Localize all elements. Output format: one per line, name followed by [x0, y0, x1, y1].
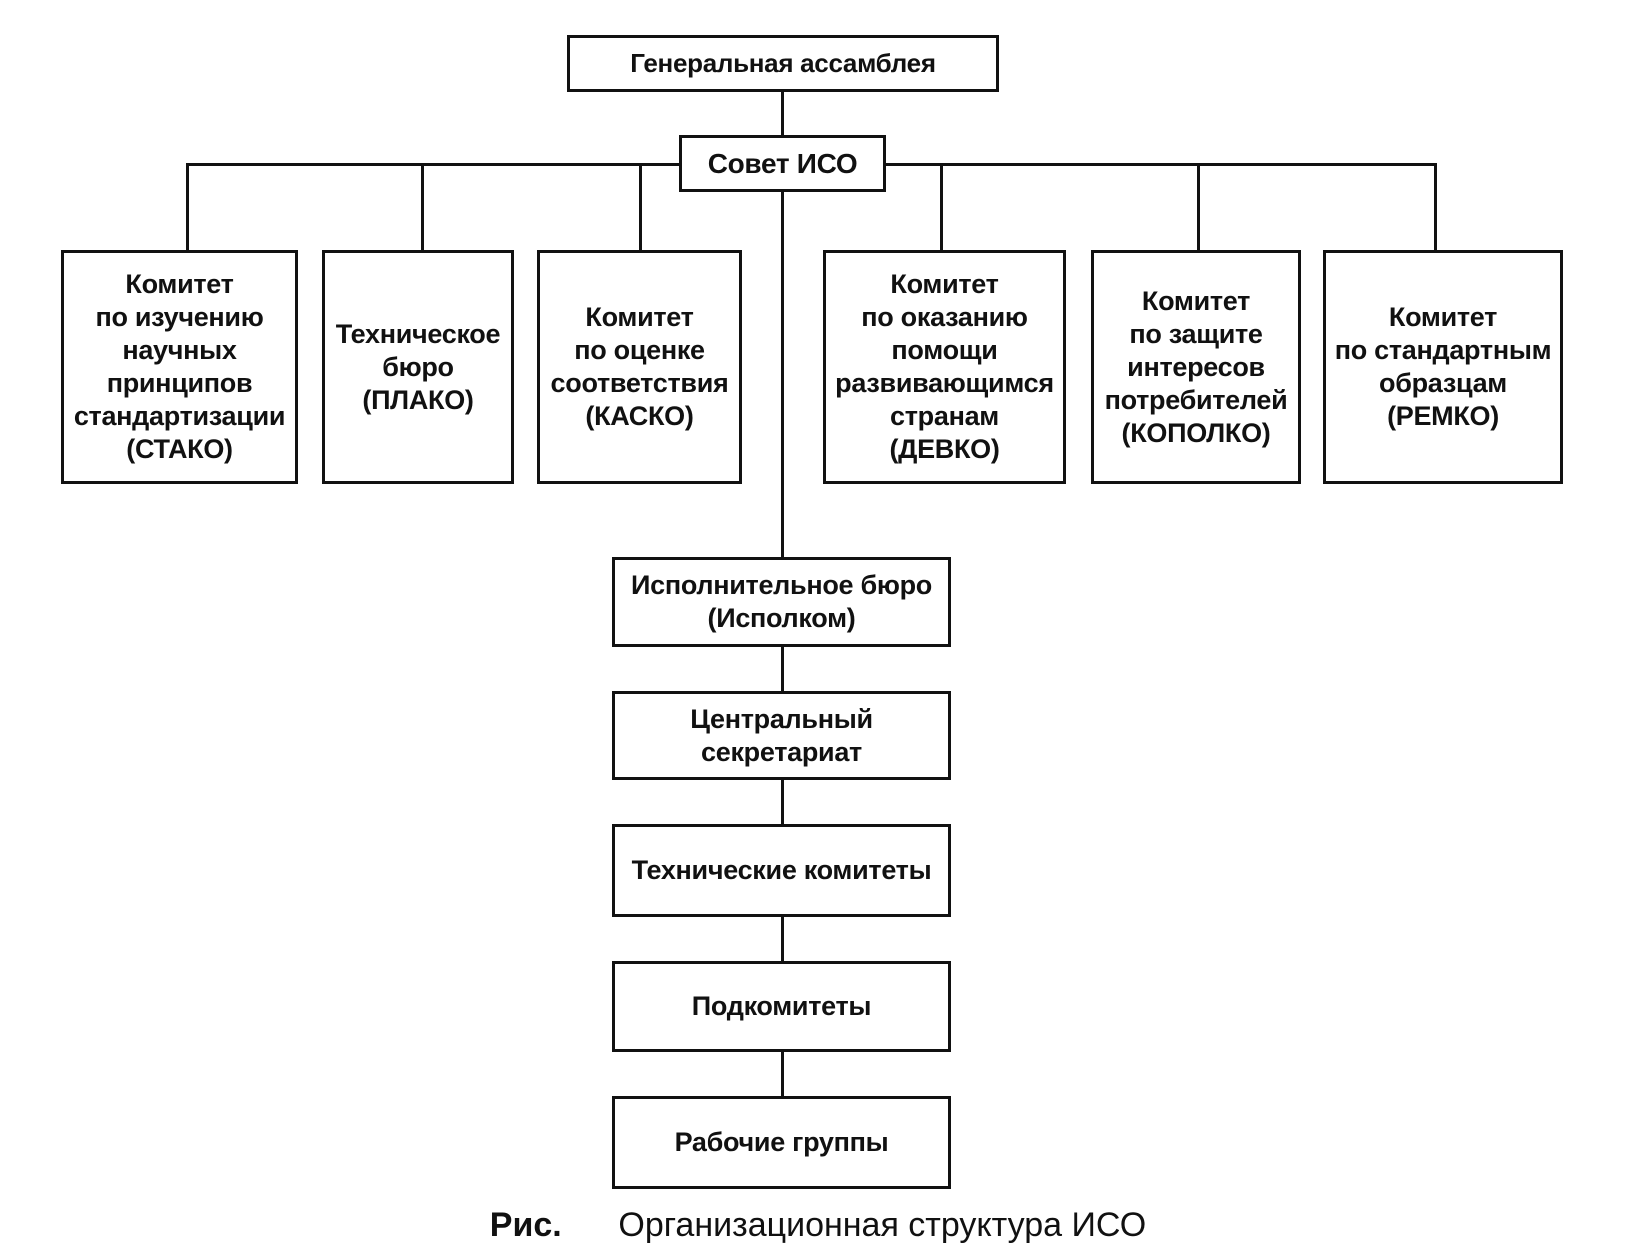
connector-subcommittees-groups: [781, 1050, 784, 1098]
connector-exec-secretariat: [781, 645, 784, 693]
kopolko-committee-box: Комитет по защите интересов потребителей…: [1091, 250, 1301, 484]
connector-kasko: [639, 163, 642, 252]
connector-assembly-council: [781, 90, 784, 136]
technical-bureau-box: Техническое бюро (ПЛАКО): [322, 250, 514, 484]
executive-bureau-label: Исполнительное бюро (Исполком): [631, 570, 932, 633]
connector-kopolko: [1197, 163, 1200, 252]
stako-committee-label: Комитет по изучению научных принципов ст…: [73, 269, 286, 464]
caption-prefix: Рис.: [489, 1206, 562, 1244]
iso-council-box: Совет ИСО: [679, 135, 886, 192]
stako-committee-box: Комитет по изучению научных принципов ст…: [61, 250, 298, 484]
remko-committee-label: Комитет по стандартным образцам (РЕМКО): [1334, 302, 1552, 431]
working-groups-box: Рабочие группы: [612, 1096, 951, 1189]
figure-caption: Рис. Организационная структура ИСО: [0, 1205, 1636, 1245]
executive-bureau-box: Исполнительное бюро (Исполком): [612, 557, 951, 647]
kopolko-committee-label: Комитет по защите интересов потребителей…: [1104, 285, 1288, 448]
technical-committees-label: Технические комитеты: [631, 855, 932, 885]
connector-tech-bureau: [421, 163, 424, 252]
technical-bureau-label: Техническое бюро (ПЛАКО): [335, 318, 501, 415]
subcommittees-box: Подкомитеты: [612, 961, 951, 1052]
connector-council-exec: [781, 185, 784, 559]
working-groups-label: Рабочие группы: [674, 1127, 889, 1157]
caption-text: Организационная структура ИСО: [618, 1206, 1147, 1244]
subcommittees-label: Подкомитеты: [691, 991, 872, 1021]
general-assembly-box: Генеральная ассамблея: [567, 35, 999, 92]
devko-committee-label: Комитет по оказанию помощи развивающимся…: [835, 269, 1054, 464]
central-secretariat-label: Центральный секретариат: [690, 703, 873, 767]
kasko-committee-label: Комитет по оценке соответствия (КАСКО): [550, 302, 729, 431]
technical-committees-box: Технические комитеты: [612, 824, 951, 917]
kasko-committee-box: Комитет по оценке соответствия (КАСКО): [537, 250, 742, 484]
connector-remko: [1434, 163, 1437, 252]
general-assembly-label: Генеральная ассамблея: [630, 48, 936, 78]
connector-secretariat-committees: [781, 778, 784, 826]
connector-committees-subcommittees: [781, 915, 784, 963]
connector-devko: [940, 163, 943, 252]
connector-stako: [186, 163, 189, 252]
remko-committee-box: Комитет по стандартным образцам (РЕМКО): [1323, 250, 1563, 484]
devko-committee-box: Комитет по оказанию помощи развивающимся…: [823, 250, 1066, 484]
central-secretariat-box: Центральный секретариат: [612, 691, 951, 780]
iso-council-label: Совет ИСО: [707, 148, 858, 179]
